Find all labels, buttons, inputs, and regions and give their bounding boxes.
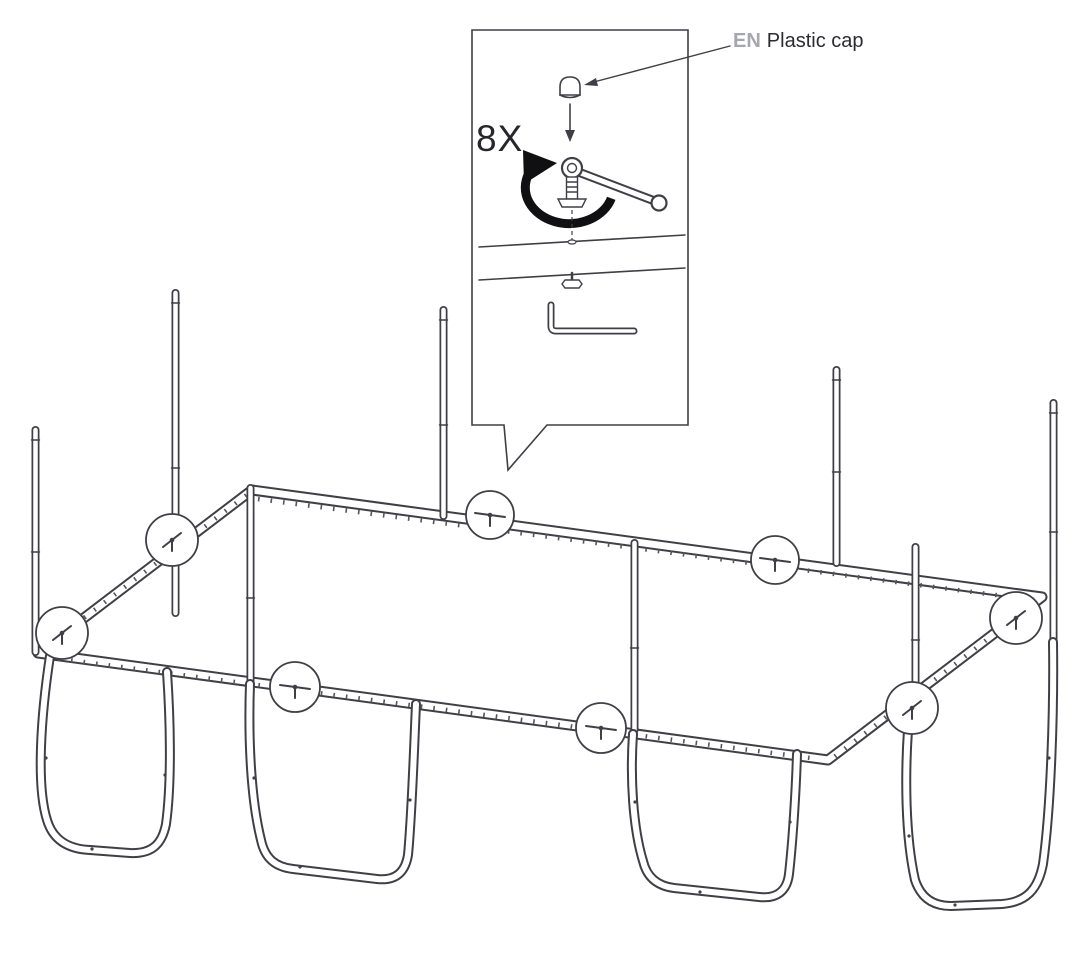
joint-circle	[885, 681, 939, 735]
locknut-icon	[561, 271, 583, 289]
rotation-arrow-icon	[520, 150, 616, 229]
enclosure-pole	[1048, 403, 1059, 640]
leader-arrow	[584, 45, 731, 86]
plastic-cap-icon	[559, 76, 581, 99]
leg	[632, 734, 797, 897]
enclosure-pole	[245, 488, 256, 688]
callout-box	[471, 29, 689, 472]
joint-circle	[35, 606, 89, 660]
joint-markers	[35, 490, 1043, 754]
allen-key-icon	[547, 301, 638, 335]
leg	[41, 656, 170, 853]
enclosure-pole	[170, 293, 181, 613]
enclosure-pole	[910, 547, 921, 716]
language-code: EN	[733, 30, 761, 52]
enclosure-pole	[30, 430, 41, 652]
down-arrow-icon	[565, 103, 575, 142]
frame-tube-section	[478, 234, 686, 281]
rivet-dots	[44, 756, 1051, 907]
part-name: Plastic cap	[766, 30, 864, 52]
joint-circle	[465, 490, 515, 540]
spring-hole-ticks-back-rail	[257, 496, 1035, 603]
joint-circle	[989, 591, 1043, 645]
leg	[249, 684, 416, 879]
joint-circle	[145, 513, 199, 567]
top-frame-rails	[38, 490, 1042, 760]
joint-circle	[575, 702, 627, 754]
joint-circle	[269, 661, 321, 713]
enclosure-pole	[831, 370, 842, 563]
enclosure-pole	[629, 543, 640, 730]
enclosure-pole	[438, 310, 449, 516]
bolt-icon	[556, 162, 588, 208]
part-label: EN Plastic cap	[733, 30, 864, 53]
quantity-label: 8X	[476, 118, 524, 159]
callout-box-outline	[471, 29, 689, 472]
enclosure-poles	[30, 293, 1059, 730]
frame-legs	[41, 642, 1053, 906]
joint-circle	[750, 535, 800, 585]
spring-hole-ticks-right-rail	[832, 600, 1038, 759]
